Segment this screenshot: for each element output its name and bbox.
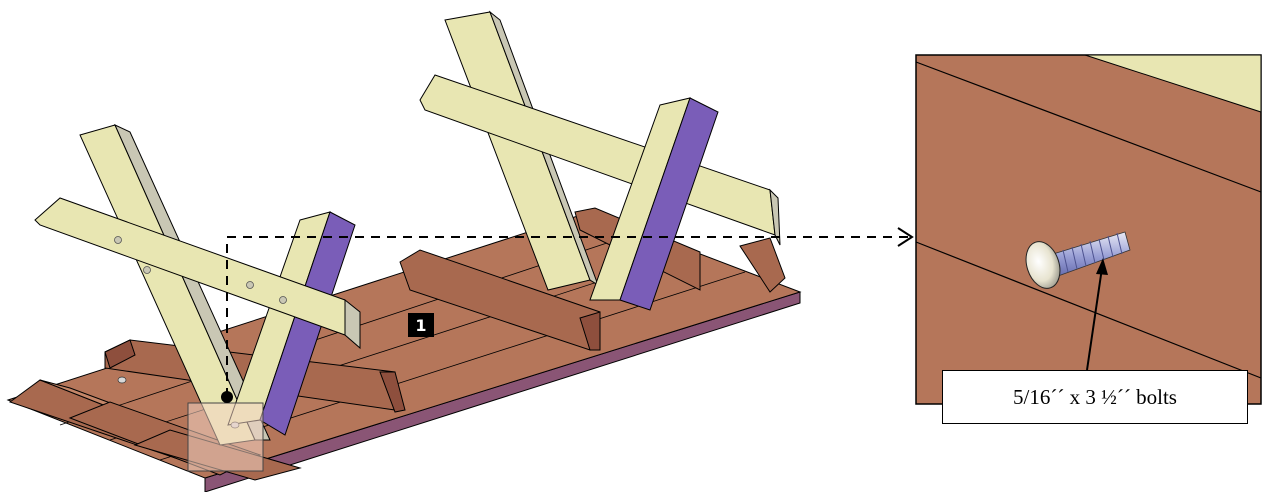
carriage-bolt-icon	[1025, 231, 1131, 289]
cleat-center	[399, 249, 601, 351]
leg-assembly-left	[34, 123, 361, 446]
zoom-detail-panel	[915, 54, 1262, 405]
bolt-callout-label: 5/16´´ x 3 ½´´ bolts	[942, 370, 1248, 424]
leg-assembly-right	[419, 10, 781, 311]
step-number-badge: 1	[408, 313, 434, 337]
detail-highlight-box	[187, 402, 264, 472]
label-leader-arrow	[1086, 258, 1108, 371]
bolt-callout-text: 5/16´´ x 3 ½´´ bolts	[1013, 384, 1177, 409]
dashed-arrow-icon	[221, 227, 914, 403]
